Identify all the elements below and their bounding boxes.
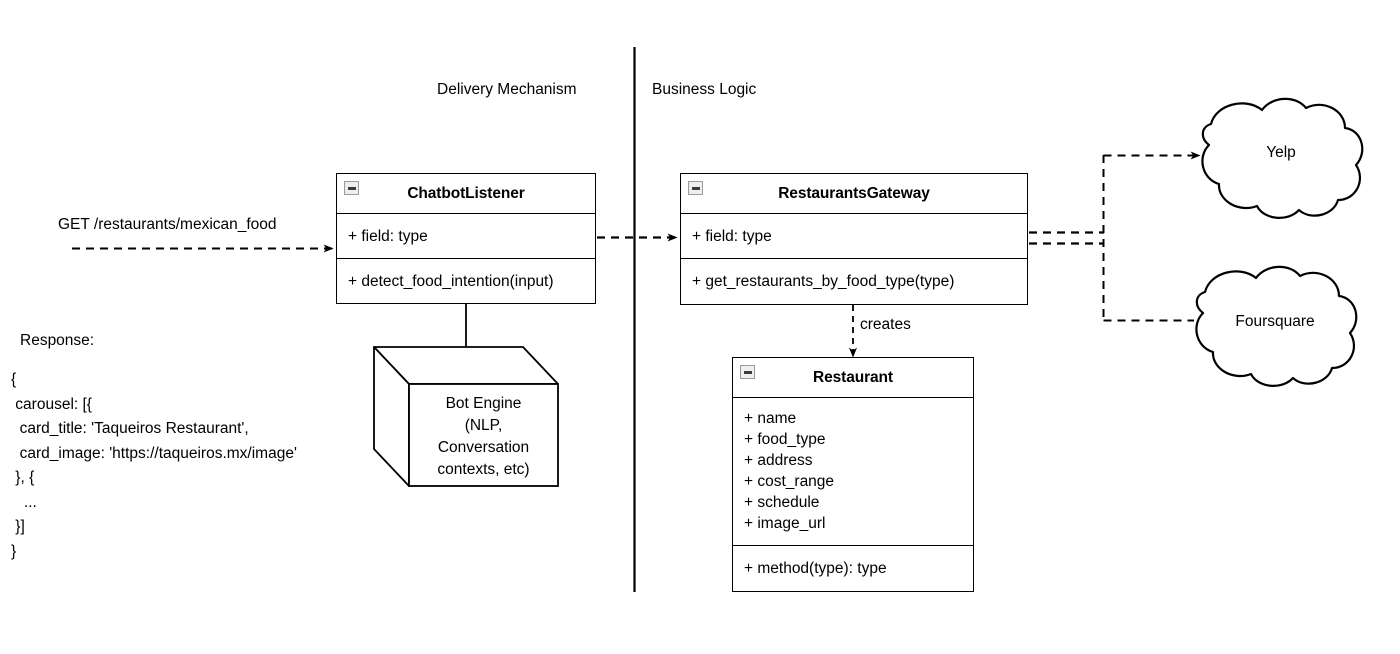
method-row: + detect_food_intention(input) (348, 272, 554, 290)
attribute-row: + food_type (744, 431, 826, 448)
lane-label-delivery-mechanism: Delivery Mechanism (437, 81, 577, 98)
minus-square-icon[interactable] (344, 181, 359, 195)
class-methods-restaurant: + method(type): type (733, 546, 973, 591)
response-body: { carousel: [{ card_title: 'Taqueiros Re… (11, 371, 297, 560)
minus-square-icon[interactable] (688, 181, 703, 195)
edge-label-creates: creates (860, 316, 911, 333)
edge-label-get-request: GET /restaurants/mexican_food (58, 216, 277, 233)
attribute-row: + image_url (744, 515, 826, 532)
botengine-left-face (373, 346, 410, 487)
attribute-row: + field: type (348, 227, 428, 245)
minus-square-icon[interactable] (740, 365, 755, 379)
attribute-row: + name (744, 410, 797, 427)
attribute-row: + address (744, 452, 813, 469)
class-header-restaurant: Restaurant (733, 358, 973, 398)
method-row: + method(type): type (744, 560, 887, 577)
class-header-chatbotlistener: ChatbotListener (337, 174, 595, 214)
cloud-label-yelp: Yelp (1266, 144, 1296, 161)
response-heading: Response: (20, 332, 95, 349)
node-label-bot-engine: Bot Engine (NLP, Conversation contexts, … (437, 395, 530, 478)
uml-class-restaurant[interactable]: Restaurant + name + food_type + address … (732, 357, 974, 592)
lane-label-business-logic: Business Logic (652, 81, 757, 98)
class-header-restaurantsgateway: RestaurantsGateway (681, 174, 1027, 214)
attribute-row: + cost_range (744, 473, 835, 490)
class-methods-restaurantsgateway: + get_restaurants_by_food_type(type) (681, 259, 1027, 304)
class-title-restaurant: Restaurant (813, 368, 893, 386)
uml-class-restaurantsgateway[interactable]: RestaurantsGateway + field: type + get_r… (680, 173, 1028, 305)
attribute-row: + field: type (692, 227, 772, 245)
cloud-label-foursquare: Foursquare (1235, 313, 1315, 330)
class-title-chatbotlistener: ChatbotListener (407, 184, 525, 202)
class-attributes-restaurant: + name + food_type + address + cost_rang… (733, 398, 973, 546)
attribute-row: + schedule (744, 494, 820, 511)
botengine-top-face (373, 346, 559, 385)
class-title-restaurantsgateway: RestaurantsGateway (778, 184, 930, 202)
class-attributes-restaurantsgateway: + field: type (681, 214, 1027, 259)
method-row: + get_restaurants_by_food_type(type) (692, 273, 955, 290)
class-attributes-chatbotlistener: + field: type (337, 214, 595, 259)
class-methods-chatbotlistener: + detect_food_intention(input) (337, 259, 595, 303)
uml-class-chatbotlistener[interactable]: ChatbotListener + field: type + detect_f… (336, 173, 596, 304)
